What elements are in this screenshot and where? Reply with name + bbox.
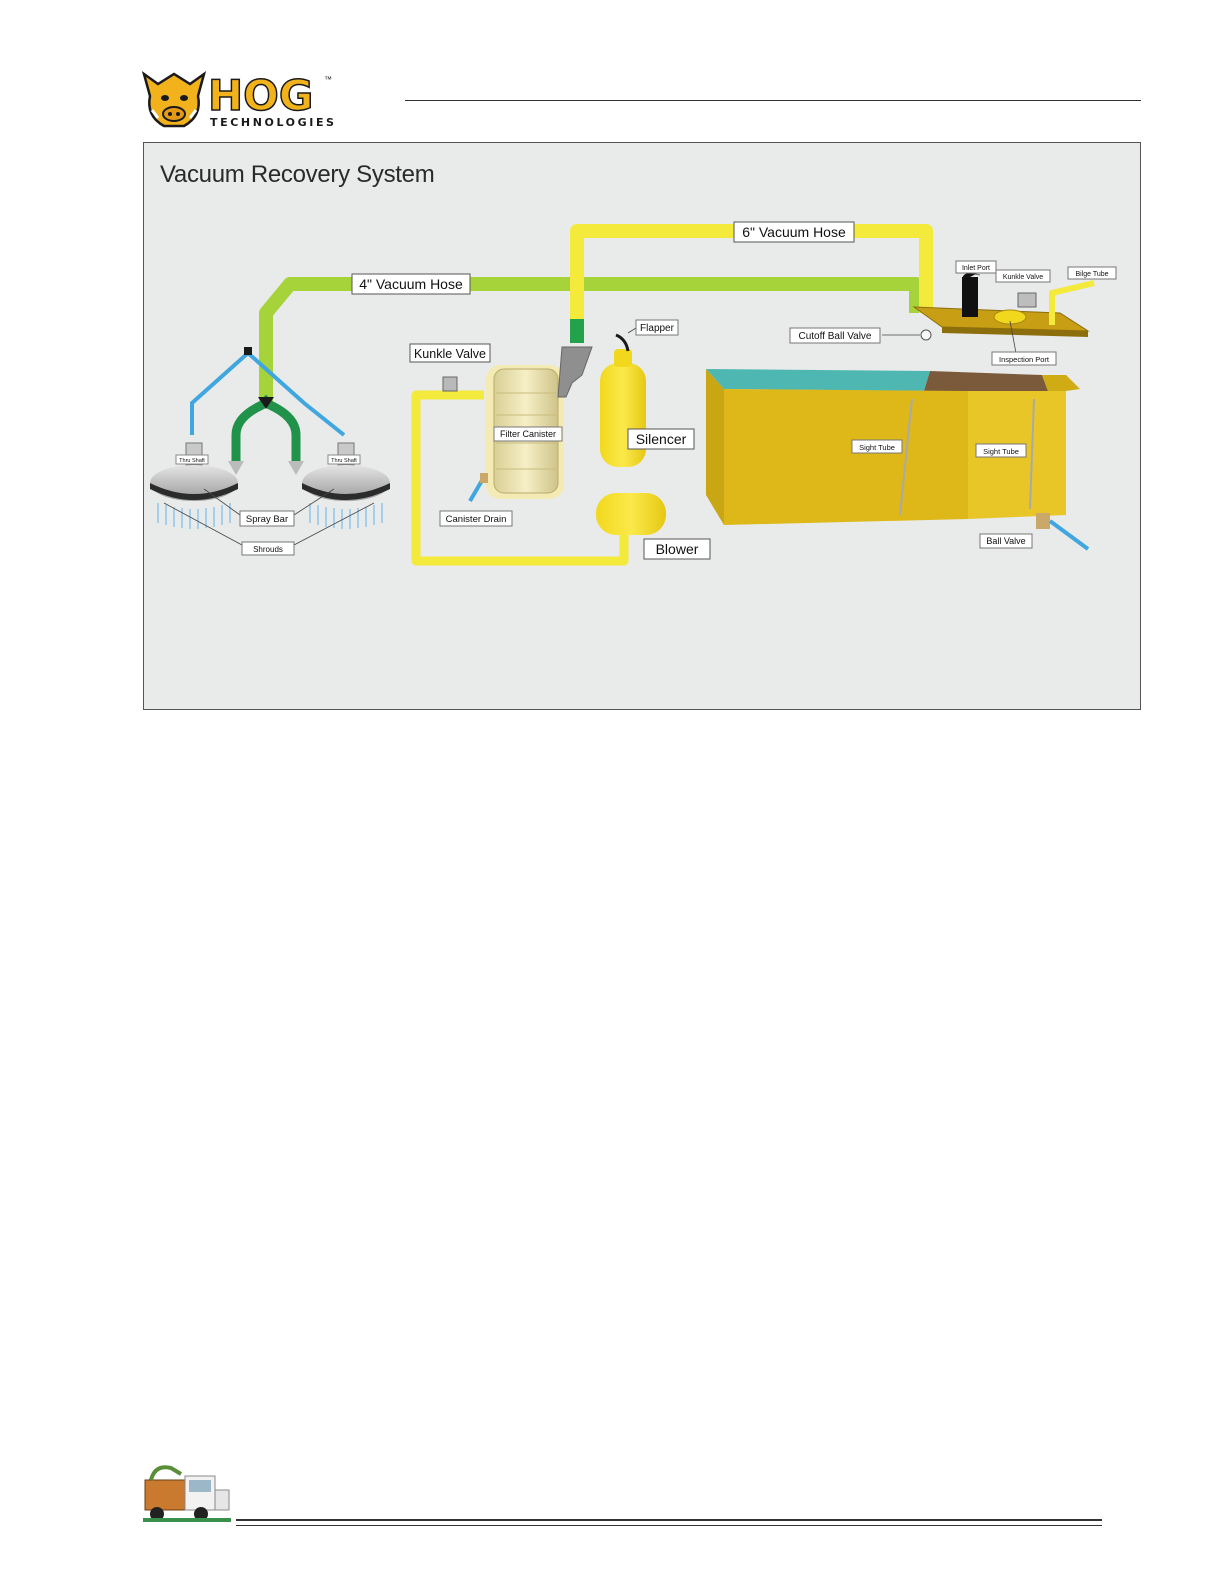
label-text: 4" Vacuum Hose [359,276,463,292]
label-text: Blower [656,541,699,557]
label-text: Thru Shaft [179,458,205,464]
sweeper-truck-illustration [141,1460,233,1526]
label-thru-shaft-left: Thru Shaft [176,455,208,464]
label-text: 6" Vacuum Hose [742,224,846,240]
label-kunkle-valve: Kunkle Valve [410,344,490,362]
debris-tank [706,369,1088,549]
suction-hose-green [236,401,296,461]
vacuum-system-diagram: 6" Vacuum Hose 4" Vacuum Hose Inlet Port… [144,143,1140,709]
label-text: Cutoff Ball Valve [798,331,871,342]
blower [596,493,666,535]
kunkle-valve-canister [443,377,457,391]
label-sight-tube-1: Sight Tube [852,440,902,453]
label-text: Shrouds [253,545,283,554]
boar-head-icon [144,74,204,126]
label-inlet-port: Inlet Port [956,261,996,273]
label-text: Bilge Tube [1075,271,1108,278]
label-shrouds: Shrouds [242,542,294,555]
label-text: Canister Drain [446,514,507,525]
label-text: Sight Tube [983,447,1019,456]
label-text: Sight Tube [859,443,895,452]
logo-subtitle: TECHNOLOGIES [210,116,337,129]
label-filter-canister: Filter Canister [494,427,562,441]
label-kunkle-valve-top: Kunkle Valve [996,270,1050,282]
y-fitting [244,347,252,355]
label-text: Ball Valve [986,536,1025,546]
logo-tm: ™ [324,75,332,84]
label-text: Thru Shaft [331,458,357,464]
footer-rule [236,1519,1102,1526]
diagram-frame: Vacuum Recovery System [143,142,1141,710]
header-rule [405,100,1141,101]
label-bilge-tube: Bilge Tube [1068,267,1116,279]
label-flapper: Flapper [636,320,678,335]
label-sight-tube-2: Sight Tube [976,444,1026,457]
label-thru-shaft-right: Thru Shaft [328,455,360,464]
vacuum-hose-6in [577,231,926,321]
label-text: Silencer [636,431,687,447]
label-cutoff-ball-valve: Cutoff Ball Valve [790,328,880,343]
label-canister-drain: Canister Drain [440,511,512,526]
hog-technologies-logo: HOG ™ TECHNOLOGIES [140,68,340,132]
hose-coupler [570,319,584,343]
label-4in-hose: 4" Vacuum Hose [352,274,470,294]
label-text: Kunkle Valve [414,347,486,361]
label-text: Spray Bar [246,514,288,525]
label-text: Inlet Port [962,265,990,272]
label-silencer: Silencer [628,429,694,449]
canister-drain-valve [480,473,488,483]
label-spray-bar: Spray Bar [240,511,294,526]
label-text: Filter Canister [500,429,556,439]
label-text: Inspection Port [999,355,1050,364]
label-inspection-port: Inspection Port [992,352,1056,365]
label-blower: Blower [644,539,710,559]
cyclone-funnel [558,347,592,397]
label-ball-valve: Ball Valve [980,534,1032,548]
label-6in-hose: 6" Vacuum Hose [734,222,854,242]
label-text: Flapper [640,323,675,334]
label-text: Kunkle Valve [1003,274,1043,281]
logo-word: HOG [208,71,313,120]
